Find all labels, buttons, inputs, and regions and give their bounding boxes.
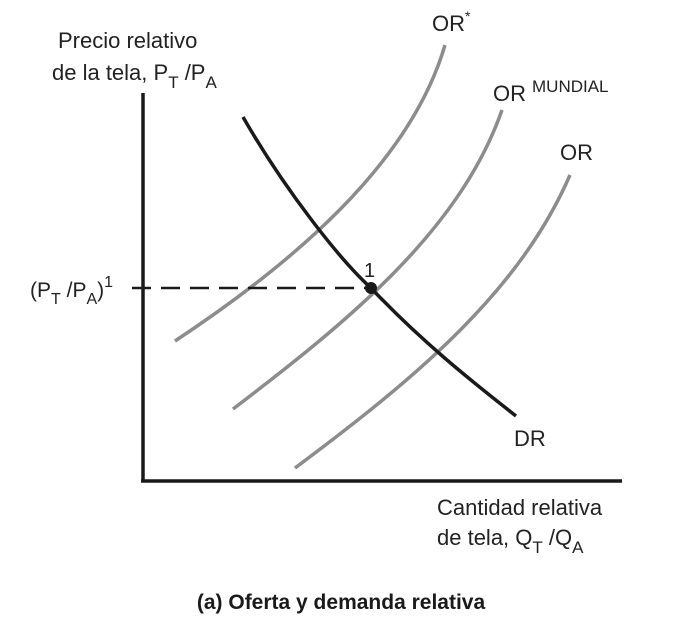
dr-label: DR — [514, 426, 546, 451]
or-star-curve — [174, 44, 447, 343]
y-axis-title-line2: de la tela, PT /PA — [52, 60, 217, 92]
y-axis-title-line1: Precio relativo — [58, 28, 197, 53]
or-label: OR — [560, 140, 593, 165]
equilibrium-point — [365, 282, 377, 294]
equilibrium-label: 1 — [364, 260, 375, 282]
or-star-label: OR* — [432, 8, 471, 36]
figure-caption: (a) Oferta y demanda relativa — [197, 591, 486, 614]
or-curve — [293, 174, 572, 470]
or-mundial-curve — [231, 109, 504, 411]
equilibrium-price-label: (PT /PA)1 — [30, 274, 113, 308]
x-axis-title-line1: Cantidad relativa — [437, 495, 603, 520]
x-axis-title-line2: de tela, QT /QA — [437, 525, 584, 557]
